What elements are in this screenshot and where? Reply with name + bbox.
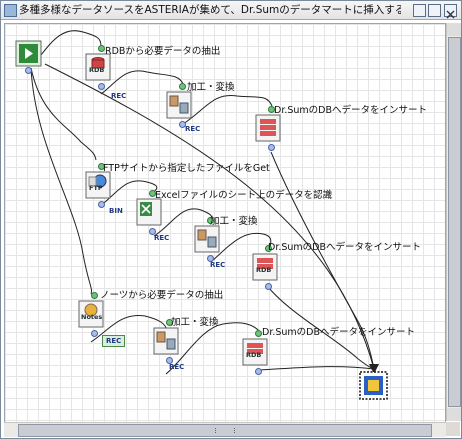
input-port[interactable]	[265, 245, 272, 252]
format-badge: REC	[154, 234, 170, 242]
component-caption: FTP	[89, 184, 103, 192]
connector	[30, 67, 97, 161]
vertical-scroll-thumb[interactable]	[448, 37, 461, 407]
connector	[90, 314, 168, 343]
format-badge: BIN	[109, 207, 123, 215]
connector	[100, 70, 184, 95]
ftp-icon	[85, 171, 111, 199]
start-icon	[15, 40, 42, 67]
output-port[interactable]	[268, 144, 275, 151]
close-icon	[446, 10, 455, 19]
flow-connections	[30, 30, 379, 375]
connector	[44, 63, 375, 370]
node-label: RDBから必要データの抽出	[105, 46, 221, 57]
excel-icon	[136, 198, 162, 226]
mapper-icon	[194, 225, 220, 253]
maximize-button[interactable]	[428, 4, 441, 17]
vertical-scrollbar[interactable]	[446, 23, 461, 421]
database-icon	[85, 53, 111, 81]
flow-canvas[interactable]: RDB REC RDBから必要データの抽出 REC 加工・変換	[4, 23, 446, 423]
output-port[interactable]	[265, 283, 272, 290]
node-label: 加工・変換	[210, 216, 258, 227]
connector	[30, 67, 92, 295]
node-label: Excelファイルのシート上のデータを認識	[155, 190, 333, 201]
node-label: 加工・変換	[171, 317, 219, 328]
input-port[interactable]	[91, 292, 98, 299]
input-port[interactable]	[149, 190, 156, 197]
connector	[165, 322, 261, 375]
connector	[210, 232, 272, 263]
horizontal-scroll-thumb[interactable]	[18, 424, 432, 437]
node-label: FTPサイトから指定したファイルをGet	[103, 163, 270, 174]
node-label: Dr.SumのDBへデータをインサート	[274, 105, 428, 116]
scroll-down-button[interactable]	[447, 408, 461, 421]
node-label: Dr.SumのDBへデータをインサート	[268, 242, 422, 253]
output-port[interactable]	[149, 228, 156, 235]
connector	[153, 208, 213, 237]
title-bar: 多種多様なデータソースをASTERIAが集めて、Dr.Sumのデータマートに挿入…	[1, 1, 461, 20]
input-port[interactable]	[98, 45, 105, 52]
input-port[interactable]	[207, 217, 214, 224]
format-badge: REC	[102, 335, 126, 347]
mapper-icon	[166, 91, 192, 119]
database-icon	[242, 338, 268, 366]
connector	[258, 366, 375, 371]
arrow-head-icon	[369, 364, 379, 374]
connector	[268, 287, 375, 370]
format-badge: REC	[210, 261, 226, 269]
notes-icon	[78, 300, 104, 328]
output-port[interactable]	[166, 357, 173, 364]
output-port[interactable]	[255, 368, 262, 375]
input-port[interactable]	[179, 83, 186, 90]
input-port[interactable]	[98, 163, 105, 170]
output-port[interactable]	[98, 83, 105, 90]
connector	[30, 30, 102, 67]
output-port[interactable]	[98, 201, 105, 208]
end-node[interactable]	[359, 371, 389, 401]
input-port[interactable]	[255, 330, 262, 337]
format-badge: REC	[185, 125, 201, 133]
component-caption: RDB	[89, 66, 105, 74]
minimize-button[interactable]	[413, 4, 426, 17]
connector	[99, 180, 158, 207]
start-node[interactable]	[15, 40, 43, 74]
database-icon	[252, 253, 278, 281]
node-label: 加工・変換	[187, 82, 235, 93]
horizontal-scrollbar[interactable]	[4, 422, 446, 437]
scroll-up-button[interactable]	[447, 23, 461, 36]
mapper-icon	[153, 327, 179, 355]
flow-icon	[4, 4, 17, 17]
format-badge: REC	[111, 92, 127, 100]
component-caption: RDB	[256, 266, 272, 274]
node-label: Dr.SumのDBへデータをインサート	[262, 327, 416, 338]
output-port[interactable]	[91, 330, 98, 337]
window-title: 多種多様なデータソースをASTERIAが集めて、Dr.Sumのデータマートに挿入…	[19, 4, 401, 16]
input-port[interactable]	[268, 106, 275, 113]
end-icon	[359, 371, 388, 400]
component-caption: Notes	[81, 313, 103, 321]
close-button[interactable]	[444, 4, 457, 19]
output-port[interactable]	[179, 121, 186, 128]
scrollbar-corner	[446, 422, 460, 436]
scroll-grip-icon	[215, 428, 235, 433]
output-port[interactable]	[207, 255, 214, 262]
component-caption: RDB	[246, 351, 262, 359]
output-port[interactable]	[25, 67, 32, 74]
node-label: ノーツから必要データの抽出	[100, 290, 224, 301]
input-port[interactable]	[166, 319, 173, 326]
format-badge: REC	[169, 363, 185, 371]
connector	[182, 94, 273, 125]
database-icon	[255, 114, 281, 142]
